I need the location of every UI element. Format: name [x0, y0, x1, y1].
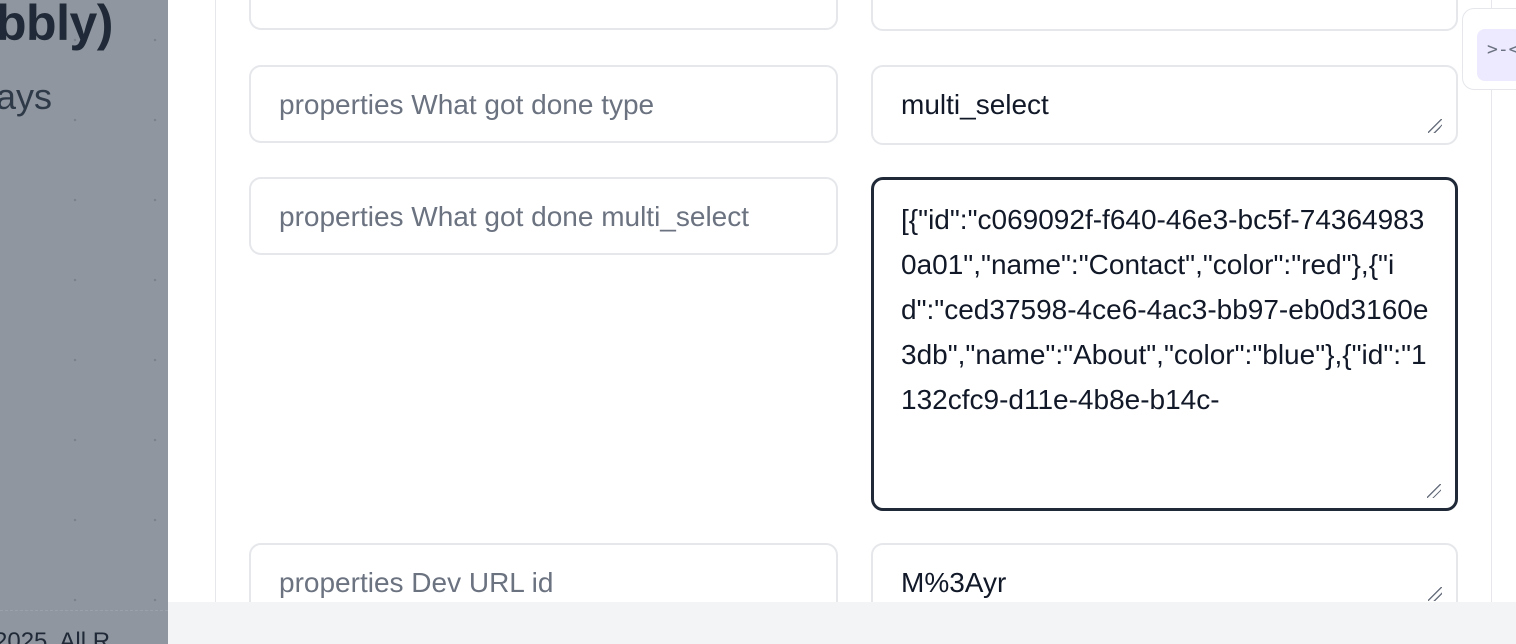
background-footer-divider: [0, 610, 168, 611]
property-value-text: M%3Ayr: [901, 567, 1007, 598]
background-subtext: ays: [0, 76, 53, 117]
resize-handle-icon[interactable]: [1428, 119, 1442, 133]
property-key-label: properties What got done type: [279, 89, 655, 120]
resize-handle-icon[interactable]: [1427, 484, 1441, 498]
background-page: bbly) ays 2025. All R: [0, 0, 168, 644]
code-icon: >-<: [1487, 39, 1516, 60]
property-value-text: [{"id":"c069092f-f640-46e3-bc5f-74364983…: [901, 204, 1429, 415]
property-key-label: properties What got done multi_select: [279, 201, 750, 232]
tool-button-highlight: [1477, 29, 1516, 81]
property-value-textarea[interactable]: multi_select: [871, 65, 1458, 145]
resize-handle-icon[interactable]: [1428, 587, 1442, 601]
properties-form-column: [215, 0, 1492, 602]
background-footer-text: 2025. All R: [0, 628, 111, 644]
property-key-field[interactable]: [249, 0, 838, 30]
background-heading: bbly): [0, 0, 113, 51]
property-value-textarea-focused[interactable]: [{"id":"c069092f-f640-46e3-bc5f-74364983…: [871, 177, 1458, 511]
background-dot-grid: [0, 0, 168, 644]
property-key-field[interactable]: properties What got done type: [249, 65, 838, 143]
property-value-field[interactable]: [871, 0, 1458, 31]
property-key-field[interactable]: properties What got done multi_select: [249, 177, 838, 255]
property-key-label: properties Dev URL id: [279, 567, 554, 598]
property-value-text: multi_select: [901, 89, 1049, 120]
floating-tool-button[interactable]: >-<: [1462, 8, 1516, 90]
page-bottom-bar: [168, 602, 1516, 644]
